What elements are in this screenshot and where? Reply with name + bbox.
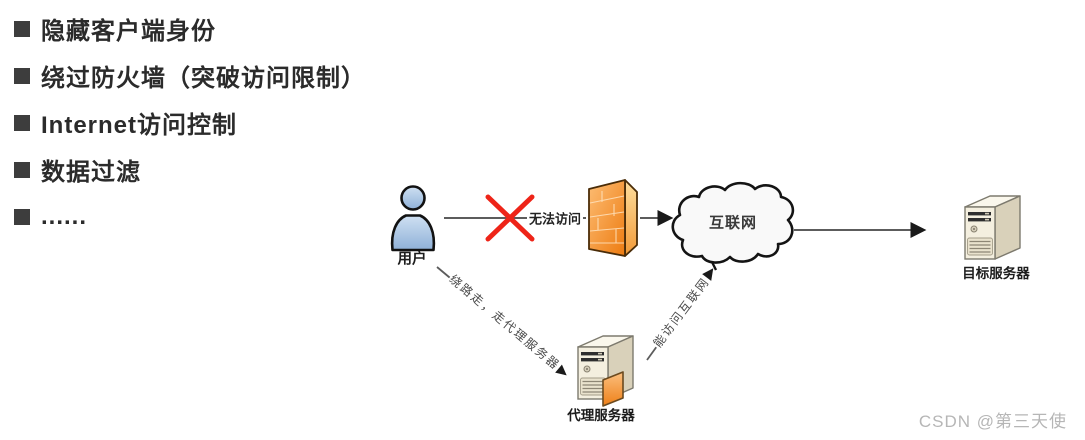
list-item: 绕过防火墙（突破访问限制） (14, 52, 366, 99)
internet-label: 互联网 (708, 214, 758, 232)
bullet-text: 绕过防火墙（突破访问限制） (41, 65, 366, 92)
user-icon (390, 185, 436, 252)
bullet-square-icon (14, 67, 30, 84)
bullet-text: 隐藏客户端身份 (41, 18, 216, 45)
bullet-square-icon (14, 208, 30, 225)
target-server-label: 目标服务器 (962, 266, 1030, 281)
list-item: 隐藏客户端身份 (14, 5, 366, 52)
proxy-server-label: 代理服务器 (567, 408, 635, 423)
bullet-square-icon (14, 20, 30, 37)
target-server-icon (964, 195, 1021, 260)
bullet-list: 隐藏客户端身份 绕过防火墙（突破访问限制） Internet访问控制 数据过滤 … (14, 5, 366, 240)
blocked-x-icon (485, 194, 535, 242)
list-item: 数据过滤 (14, 146, 366, 193)
watermark: CSDN @第三天使 (918, 412, 1067, 431)
blocked-edge-label: 无法访问 (526, 208, 584, 228)
bullet-square-icon (14, 161, 30, 178)
bullet-text: 数据过滤 (41, 159, 141, 186)
bullet-square-icon (14, 114, 30, 131)
bullet-text: Internet访问控制 (41, 112, 238, 139)
internet-cloud-icon (671, 181, 795, 271)
list-item: ...... (14, 193, 366, 240)
list-item: Internet访问控制 (14, 99, 366, 146)
firewall-icon (588, 179, 638, 257)
bullet-text: ...... (41, 202, 88, 230)
proxy-server-icon (577, 335, 634, 407)
user-label: 用户 (397, 251, 427, 268)
